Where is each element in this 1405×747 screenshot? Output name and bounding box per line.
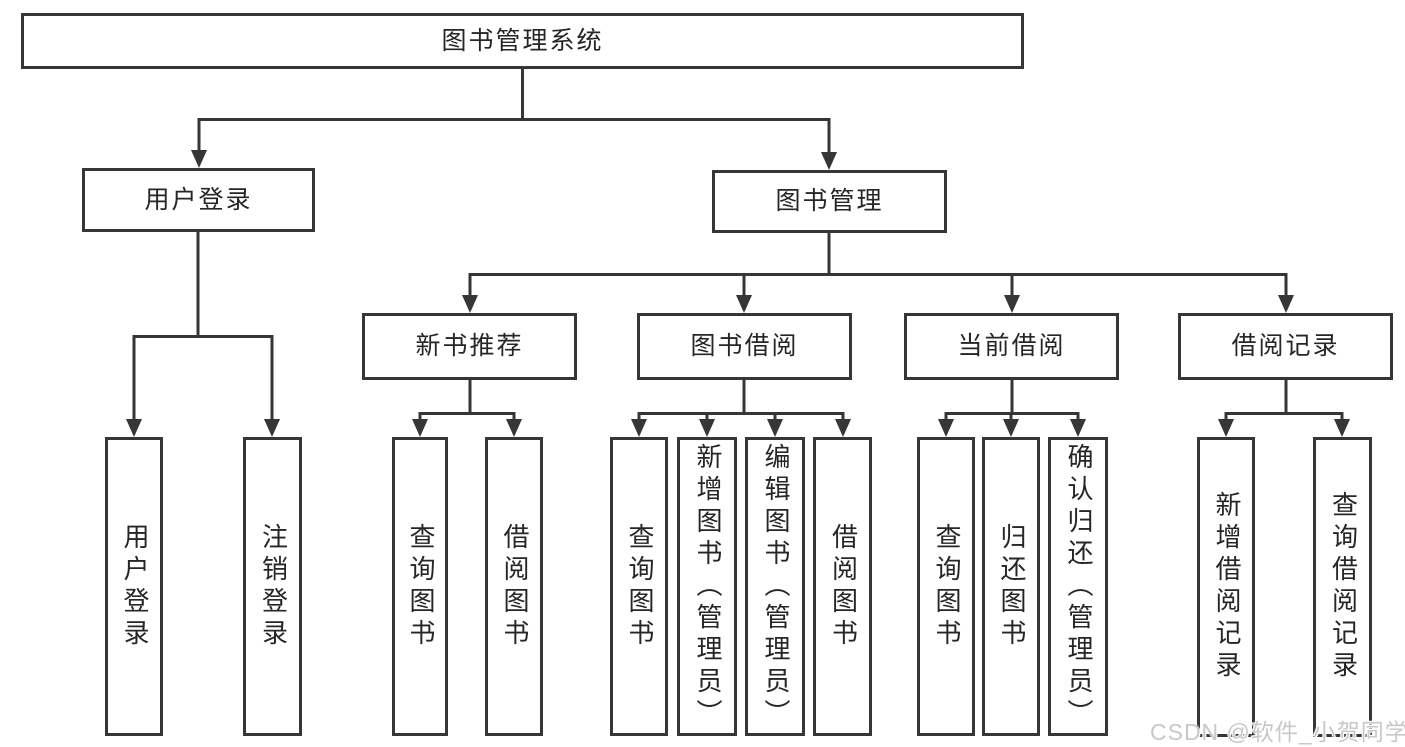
connector-root [197, 69, 831, 154]
leaf-query-borrow-record: 查询借阅记录 [1313, 437, 1372, 737]
leaf-add-borrow-record: 新增借阅记录 [1197, 437, 1255, 737]
connector-new-books [418, 380, 516, 421]
leaf-logout: 注销登录 [243, 437, 302, 736]
node-borrow-records: 借阅记录 [1178, 313, 1393, 380]
connector-user-login [132, 232, 274, 421]
leaf-add-books-admin: 新增图书（管理员） [677, 437, 737, 736]
node-book-borrow: 图书借阅 [637, 313, 852, 380]
leaf-query-books-borrow: 查询图书 [610, 437, 668, 736]
leaf-return-books: 归还图书 [982, 437, 1040, 736]
node-current-borrow: 当前借阅 [904, 313, 1119, 380]
watermark: CSDN @软件_小贺同学 [1150, 719, 1405, 745]
leaf-user-login: 用户登录 [105, 437, 163, 736]
leaf-query-books-newbooks: 查询图书 [392, 437, 448, 736]
arrowhead-new-books [462, 295, 478, 313]
arrowhead-logout-leaf [264, 419, 280, 437]
leaf-confirm-return-admin: 确认归还（管理员） [1048, 437, 1108, 736]
arrowhead-book-mgmt [821, 152, 837, 170]
arrowhead-current-borrow [1004, 295, 1020, 313]
arrowhead-book-borrow [736, 295, 752, 313]
leaf-borrow-books-newbooks: 借阅图书 [485, 437, 543, 736]
connector-book-mgmt [468, 233, 1288, 297]
leaf-edit-books-admin: 编辑图书（管理员） [745, 437, 805, 736]
leaf-borrow-books: 借阅图书 [813, 437, 872, 736]
connector-borrow-records [1224, 380, 1344, 421]
connector-current-borrow [944, 380, 1080, 421]
node-root: 图书管理系统 [21, 13, 1024, 69]
node-user-login: 用户登录 [82, 168, 315, 232]
node-book-mgmt: 图书管理 [712, 170, 947, 233]
leaf-query-books-current: 查询图书 [917, 437, 975, 736]
arrowhead-user-login [191, 150, 207, 168]
node-new-books: 新书推荐 [362, 313, 577, 380]
arrowhead-login-leaf [126, 419, 142, 437]
arrowhead-borrow-records [1278, 295, 1294, 313]
connector-book-borrow [637, 380, 845, 421]
